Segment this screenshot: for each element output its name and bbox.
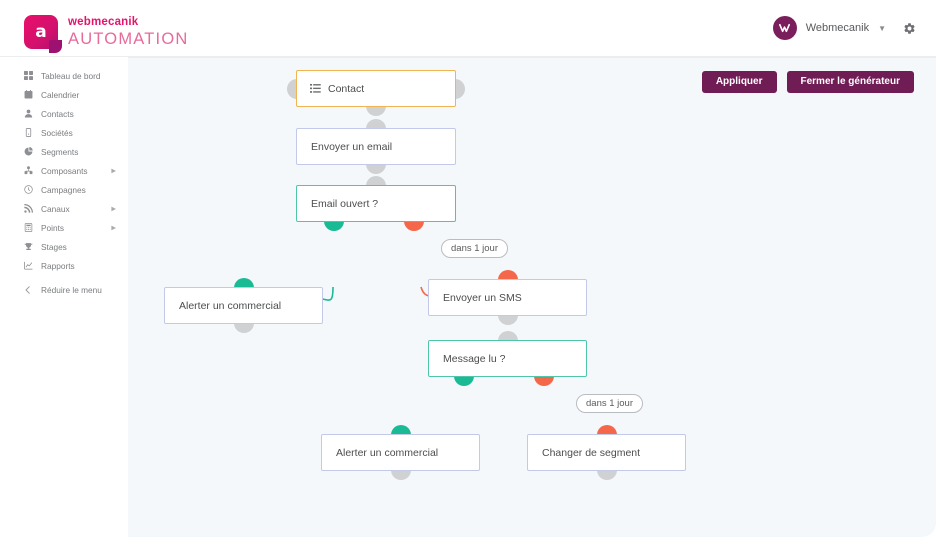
sidebar-item-stages[interactable]: Stages: [0, 237, 128, 256]
sidebar-item-campagnes[interactable]: Campagnes: [0, 180, 128, 199]
sidebar-item-segments[interactable]: Segments: [0, 142, 128, 161]
chevron-left-icon: [24, 283, 38, 296]
delay-label[interactable]: dans 1 jour: [576, 394, 644, 413]
sidebar-item-label: Composants: [41, 165, 88, 176]
logo-mark-icon: a: [24, 15, 62, 53]
sidebar-item-label: Rapports: [41, 260, 75, 271]
logo-text: webmecanik AUTOMATION: [68, 16, 189, 48]
trophy-icon: [24, 240, 38, 253]
rss-icon: [24, 202, 38, 215]
node-endpoint-bottom[interactable]: [453, 376, 474, 386]
node-endpoint-bottom[interactable]: [497, 315, 518, 325]
chevron-right-icon[interactable]: ▶: [111, 168, 116, 174]
user-name: Webmecanik: [805, 22, 870, 34]
workflow-node-alert2[interactable]: Alerter un commercial: [321, 434, 480, 471]
node-endpoint-bottom[interactable]: [534, 376, 555, 386]
node-endpoint-right[interactable]: [455, 78, 465, 99]
node-endpoint-top[interactable]: [497, 331, 518, 341]
dashboard-icon: [24, 69, 38, 82]
workflow-node-emailopen[interactable]: Email ouvert ?: [296, 185, 456, 222]
node-endpoint-top[interactable]: [366, 176, 386, 186]
workflow-node-sms[interactable]: Envoyer un SMS: [428, 279, 587, 316]
chart-icon: [24, 259, 38, 272]
node-label: Contact: [328, 82, 365, 95]
node-label: Email ouvert ?: [311, 197, 379, 210]
node-label: Alerter un commercial: [179, 299, 282, 312]
node-endpoint-top[interactable]: [366, 119, 386, 129]
workflow-node-alert1[interactable]: Alerter un commercial: [164, 287, 323, 324]
close-generator-button[interactable]: Fermer le générateur: [786, 71, 914, 93]
calendar-icon: [24, 88, 38, 101]
node-endpoint-top[interactable]: [497, 270, 518, 280]
sidebar-item-tableau-de-bord[interactable]: Tableau de bord: [0, 66, 128, 85]
logo-product: AUTOMATION: [68, 29, 189, 48]
sidebar-item-label: Contacts: [41, 108, 74, 119]
logo-letter: a: [35, 22, 47, 42]
canvas-actions: Appliquer Fermer le générateur: [701, 71, 914, 93]
sidebar-item-contacts[interactable]: Contacts: [0, 104, 128, 123]
components-icon: [24, 164, 38, 177]
sidebar-item-label: Segments: [41, 146, 79, 157]
pie-chart-icon: [24, 145, 38, 158]
chevron-right-icon[interactable]: ▶: [111, 206, 116, 212]
header-divider: [0, 56, 936, 57]
person-icon: [24, 107, 38, 120]
chevron-right-icon[interactable]: ▶: [111, 225, 116, 231]
node-label: Envoyer un email: [311, 140, 393, 153]
node-endpoint-bottom[interactable]: [233, 323, 254, 333]
user-menu[interactable]: Webmecanik ▼: [772, 16, 916, 40]
node-endpoint-bottom[interactable]: [596, 470, 617, 480]
canvas-top-edge: [128, 57, 936, 58]
workflow-node-email[interactable]: Envoyer un email: [296, 128, 456, 165]
clock-icon: [24, 183, 38, 196]
workflow-node-contact[interactable]: Contact: [296, 70, 456, 107]
node-label: Message lu ?: [443, 352, 506, 365]
node-endpoint-bottom[interactable]: [366, 164, 386, 174]
node-endpoint-top[interactable]: [596, 425, 617, 435]
sidebar-item-composants[interactable]: Composants ▶: [0, 161, 128, 180]
logo-tail-shape: [49, 40, 62, 53]
delay-label[interactable]: dans 1 jour: [441, 239, 509, 258]
node-endpoint-bottom[interactable]: [366, 106, 386, 116]
chevron-down-icon[interactable]: ▼: [878, 23, 886, 33]
node-label: Alerter un commercial: [336, 446, 439, 459]
gear-icon[interactable]: [903, 22, 916, 35]
sidebar-item-label: Campagnes: [41, 184, 86, 195]
logo[interactable]: a webmecanik AUTOMATION: [24, 15, 189, 53]
sidebar-item-canaux[interactable]: Canaux ▶: [0, 199, 128, 218]
sidebar-item-calendrier[interactable]: Calendrier: [0, 85, 128, 104]
workflow-node-segment[interactable]: Changer de segment: [527, 434, 686, 471]
webmecanik-avatar-icon: [779, 23, 791, 32]
workflow-node-msgread[interactable]: Message lu ?: [428, 340, 587, 377]
sidebar-item-label: Sociétés: [41, 127, 73, 138]
sidebar-item-label: Points: [41, 222, 65, 233]
node-endpoint-left[interactable]: [287, 78, 297, 99]
sidebar-collapse-label: Réduire le menu: [41, 284, 102, 295]
sidebar-item-label: Tableau de bord: [41, 70, 101, 81]
sidebar-item-soci-t-s[interactable]: Sociétés: [0, 123, 128, 142]
avatar[interactable]: [772, 16, 797, 40]
node-label: Changer de segment: [542, 446, 641, 459]
building-icon: [24, 126, 38, 139]
sidebar-item-label: Calendrier: [41, 89, 80, 100]
logo-brand: webmecanik: [68, 16, 139, 28]
node-endpoint-bottom[interactable]: [390, 470, 411, 480]
node-endpoint-bottom[interactable]: [403, 221, 424, 231]
sidebar-collapse-menu[interactable]: Réduire le menu: [0, 280, 128, 299]
node-label: Envoyer un SMS: [443, 291, 522, 304]
app-header: a webmecanik AUTOMATION Webmecanik ▼: [0, 0, 936, 57]
calculator-icon: [24, 221, 38, 234]
sidebar-item-rapports[interactable]: Rapports: [0, 256, 128, 275]
node-endpoint-bottom[interactable]: [323, 221, 344, 231]
sidebar-item-label: Canaux: [41, 203, 70, 214]
sidebar-item-points[interactable]: Points ▶: [0, 218, 128, 237]
sidebar-item-label: Stages: [41, 241, 67, 252]
apply-button[interactable]: Appliquer: [701, 71, 777, 93]
list-icon: [310, 83, 321, 94]
